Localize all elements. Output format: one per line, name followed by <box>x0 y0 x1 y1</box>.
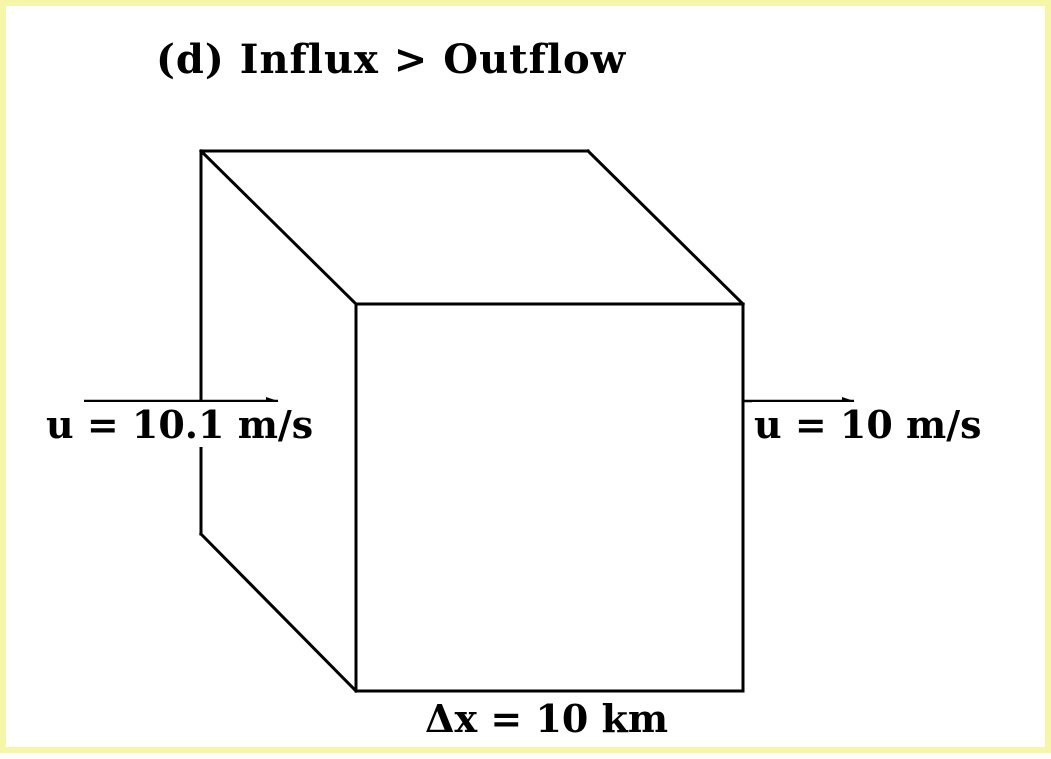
inflow-velocity-label: u = 10.1 m/s <box>44 402 318 447</box>
outflow-velocity-label: u = 10 m/s <box>752 402 984 447</box>
front-face <box>354 302 745 693</box>
top-right-diagonal-edge <box>585 148 746 307</box>
dimension-label: Δx = 10 km <box>425 696 669 741</box>
cube-diagram <box>84 148 854 694</box>
top-left-diagonal-edge <box>198 148 359 307</box>
diagram-title: (d) Influx > Outflow <box>156 36 627 83</box>
bottom-left-diagonal-edge <box>198 531 359 694</box>
